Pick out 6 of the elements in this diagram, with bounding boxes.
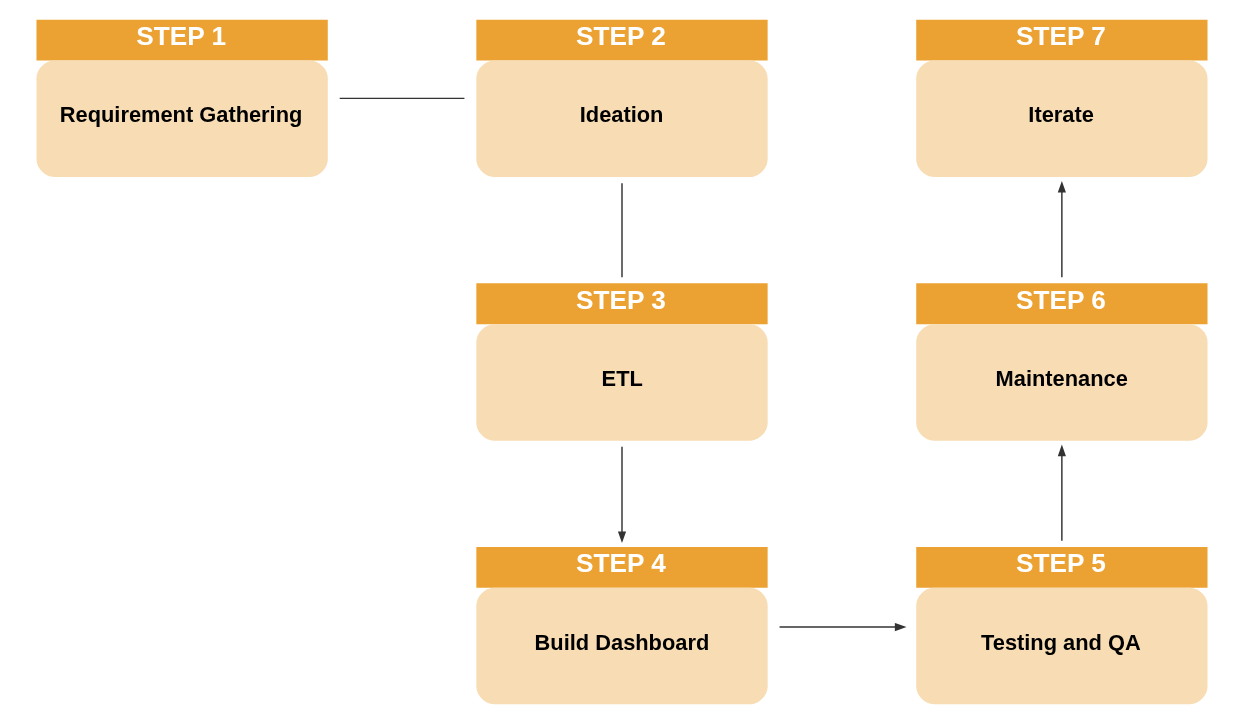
arrow (617, 446, 626, 544)
connector (620, 182, 623, 279)
arrow (1057, 180, 1066, 278)
arrow (778, 623, 906, 632)
arrow (1057, 444, 1066, 542)
connector (338, 97, 465, 100)
